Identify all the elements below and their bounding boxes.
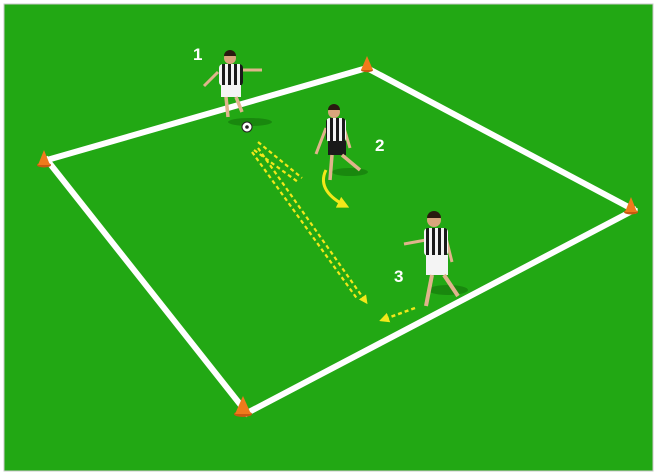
ball-icon	[242, 122, 252, 132]
player-3-number: 3	[394, 267, 403, 286]
player-2-number: 2	[375, 136, 384, 155]
player-1-number: 1	[193, 45, 202, 64]
pitch	[4, 4, 653, 471]
